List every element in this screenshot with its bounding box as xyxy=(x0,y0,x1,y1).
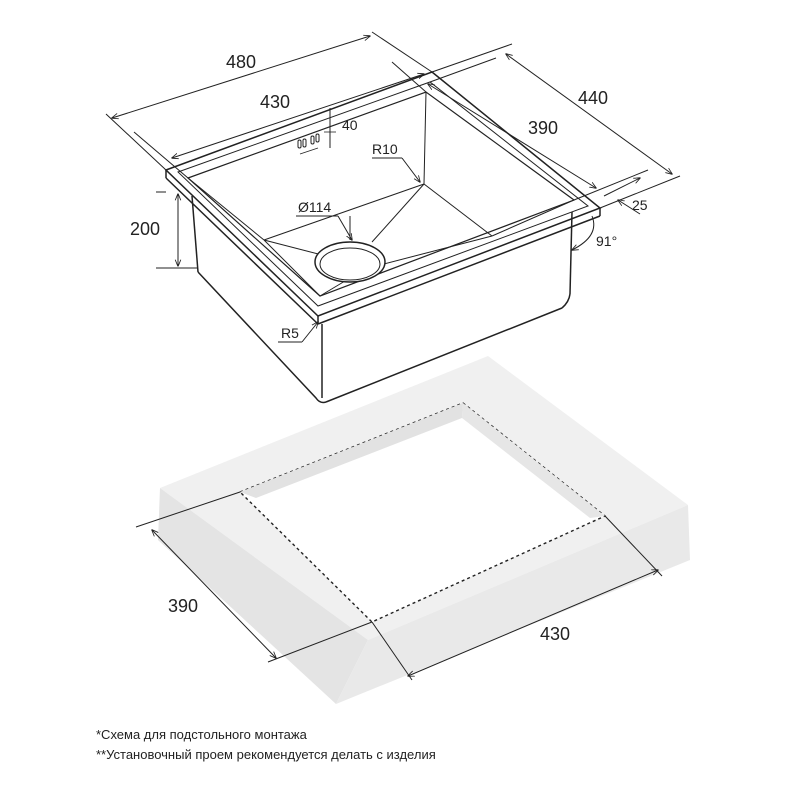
dim-cutout-width: 430 xyxy=(371,515,663,681)
height-label: 200 xyxy=(130,219,160,239)
dim-cutout-depth: 390 xyxy=(135,491,373,663)
leader-r10 xyxy=(372,157,420,182)
drain-inner-ring xyxy=(319,247,381,281)
dim-flange xyxy=(603,178,640,215)
countertop xyxy=(158,356,690,704)
inner-depth-label: 390 xyxy=(528,118,558,138)
cutout-inner-wall xyxy=(462,403,605,518)
drain-diameter-label: Ø114 xyxy=(298,199,331,215)
cutout-width-label: 430 xyxy=(540,624,570,644)
dim-inner-depth xyxy=(428,57,649,201)
outer-depth-label: 440 xyxy=(578,88,608,108)
corner-radius-outer-label: R5 xyxy=(281,325,299,341)
inner-width-label: 430 xyxy=(260,92,290,112)
leader-r5 xyxy=(278,322,318,343)
drain xyxy=(314,241,386,283)
cutout-depth-label: 390 xyxy=(168,596,198,616)
dim-inner-width xyxy=(133,61,427,179)
sink-flange-outer xyxy=(164,71,602,317)
flange-label: 25 xyxy=(632,197,648,213)
leader-drain-diameter xyxy=(296,215,352,240)
note-cutout: **Установочный проем рекомендуется делат… xyxy=(96,747,436,762)
note-mounting: *Схема для подстольного монтажа xyxy=(96,727,307,742)
angle-label: 91° xyxy=(596,233,617,249)
dim-angle xyxy=(572,215,595,250)
outer-width-label: 480 xyxy=(226,52,256,72)
corner-radius-inner-label: R10 xyxy=(372,141,398,157)
overflow-offset-label: 40 xyxy=(342,117,358,133)
dim-height xyxy=(156,191,198,269)
cutout-inner-wall-back xyxy=(240,403,463,498)
